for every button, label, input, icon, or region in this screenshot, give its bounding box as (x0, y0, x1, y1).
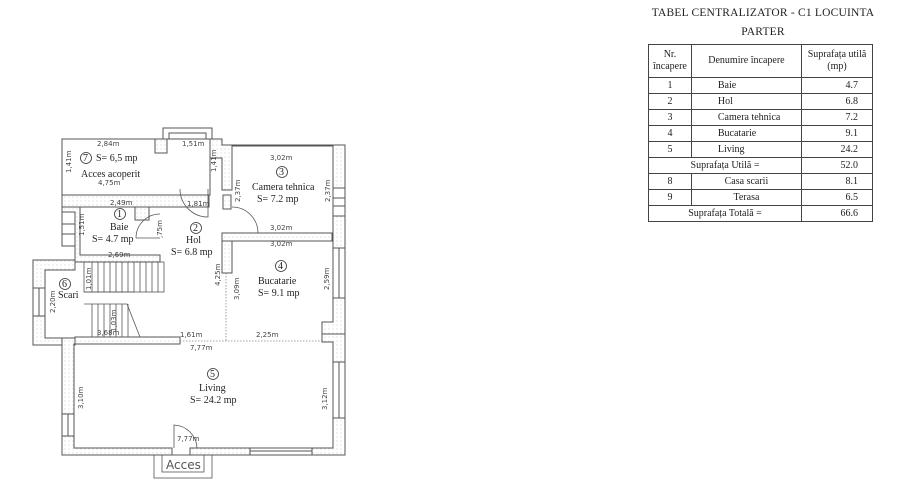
svg-text:2,37m: 2,37m (324, 179, 332, 202)
svg-text:4,25m: 4,25m (214, 263, 222, 286)
svg-text:1,03m: 1,03m (110, 309, 118, 332)
svg-text:3,09m: 3,09m (233, 277, 241, 300)
table-row: 1 Baie 4.7 (648, 77, 873, 94)
svg-text:2,69m: 2,69m (108, 251, 131, 259)
svg-text:S= 24.2 mp: S= 24.2 mp (190, 395, 236, 406)
floor-plan: Acces 7 S= 6,5 mp Acces acoperit 1 Baie … (32, 127, 346, 479)
room-7: 7 S= 6,5 mp Acces acoperit (80, 152, 140, 180)
room-4: 4 Bucatarie S= 9.1 mp (258, 260, 299, 299)
svg-text:7: 7 (83, 153, 88, 164)
svg-text:Scari: Scari (58, 290, 79, 301)
svg-text:1,01m: 1,01m (85, 267, 93, 290)
header-suprafata: Suprafața utilă (mp) (801, 44, 873, 78)
door-hol (179, 188, 209, 218)
svg-text:Living: Living (199, 383, 226, 394)
svg-text:3,02m: 3,02m (270, 240, 293, 248)
svg-text:1: 1 (117, 209, 122, 220)
svg-text:4,75m: 4,75m (98, 179, 121, 187)
svg-text:Acces acoperit: Acces acoperit (81, 169, 140, 180)
svg-text:3,02m: 3,02m (270, 154, 293, 162)
svg-text:3,12m: 3,12m (321, 387, 329, 410)
summary-table-panel: TABEL CENTRALIZATOR - C1 LOCUINTA PARTER… (648, 4, 878, 222)
svg-text:7,77m: 7,77m (190, 344, 213, 352)
svg-text:4: 4 (278, 261, 283, 272)
svg-text:5: 5 (210, 369, 215, 380)
summary-table: Nr. încapere Denumire încapere Suprafața… (648, 44, 873, 222)
header-nr: Nr. încapere (648, 44, 692, 78)
room-3: 3 Camera tehnica S= 7.2 mp (252, 166, 315, 205)
svg-text:3,02m: 3,02m (270, 224, 293, 232)
svg-text:Camera tehnica: Camera tehnica (252, 182, 315, 193)
stairs (83, 261, 165, 338)
svg-text:3,10m: 3,10m (77, 386, 85, 409)
room-1: 1 Baie S= 4.7 mp (92, 208, 133, 245)
svg-text:1,41m: 1,41m (210, 149, 218, 172)
table-subtitle: PARTER (741, 26, 785, 38)
svg-text:3: 3 (279, 167, 284, 178)
svg-text:S= 7.2 mp: S= 7.2 mp (257, 194, 298, 205)
table-row: 5 Living 24.2 (648, 141, 873, 158)
svg-text:2,84m: 2,84m (97, 140, 120, 148)
svg-text:Hol: Hol (186, 235, 201, 246)
svg-text:1,51m: 1,51m (182, 140, 205, 148)
svg-text:2,37m: 2,37m (234, 179, 242, 202)
svg-text:1,81m: 1,81m (187, 200, 210, 208)
door-camera (231, 206, 259, 234)
table-row: 2 Hol 6.8 (648, 93, 873, 110)
svg-text:1,61m: 1,61m (180, 331, 203, 339)
table-row: 9 Terasa 6.5 (648, 189, 873, 206)
room-5: 5 Living S= 24.2 mp (190, 368, 236, 406)
svg-text:2,25m: 2,25m (256, 331, 279, 339)
svg-text:S= 4.7 mp: S= 4.7 mp (92, 234, 133, 245)
svg-text:S= 6,5 mp: S= 6,5 mp (96, 153, 137, 164)
room-2: 2 Hol S= 6.8 mp (171, 222, 212, 258)
header-denumire: Denumire încapere (690, 44, 803, 78)
table-row: 8 Casa scarii 8.1 (648, 173, 873, 190)
door-entrance (173, 424, 198, 449)
table-header-row: Nr. încapere Denumire încapere Suprafața… (648, 44, 873, 78)
svg-text:7,77m: 7,77m (177, 435, 200, 443)
table-row: 3 Camera tehnica 7.2 (648, 109, 873, 126)
svg-text:3,68m: 3,68m (97, 329, 120, 337)
dimensions: 2,84m 1,51m 4,75m 2,49m 1,81m 2,69m 3,02… (49, 140, 332, 443)
svg-text:S= 6.8 mp: S= 6.8 mp (171, 247, 212, 258)
table-row: 4 Bucatarie 9.1 (648, 125, 873, 142)
svg-text:1,51m: 1,51m (78, 213, 86, 236)
svg-text:Baie: Baie (110, 222, 129, 233)
svg-text:1,41m: 1,41m (65, 150, 73, 173)
entrance-step (153, 454, 213, 479)
table-title: TABEL CENTRALIZATOR - C1 LOCUINTA (651, 7, 875, 19)
svg-text:S= 9.1 mp: S= 9.1 mp (258, 288, 299, 299)
svg-text:2,20m: 2,20m (49, 290, 57, 313)
svg-text:2: 2 (193, 223, 198, 234)
svg-text:Bucatarie: Bucatarie (258, 276, 297, 287)
svg-text:2,49m: 2,49m (110, 199, 133, 207)
svg-text:2,59m: 2,59m (323, 267, 331, 290)
room-6: 6 Scari (58, 278, 79, 301)
total-row: Suprafața Totală = 66.6 (648, 205, 873, 222)
door-baie (135, 213, 161, 239)
entrance-label: Acces (166, 458, 201, 472)
subtotal-row: Suprafața Utilă = 52.0 (648, 157, 873, 174)
svg-text:,75m: ,75m (156, 220, 164, 238)
svg-text:6: 6 (62, 279, 67, 290)
